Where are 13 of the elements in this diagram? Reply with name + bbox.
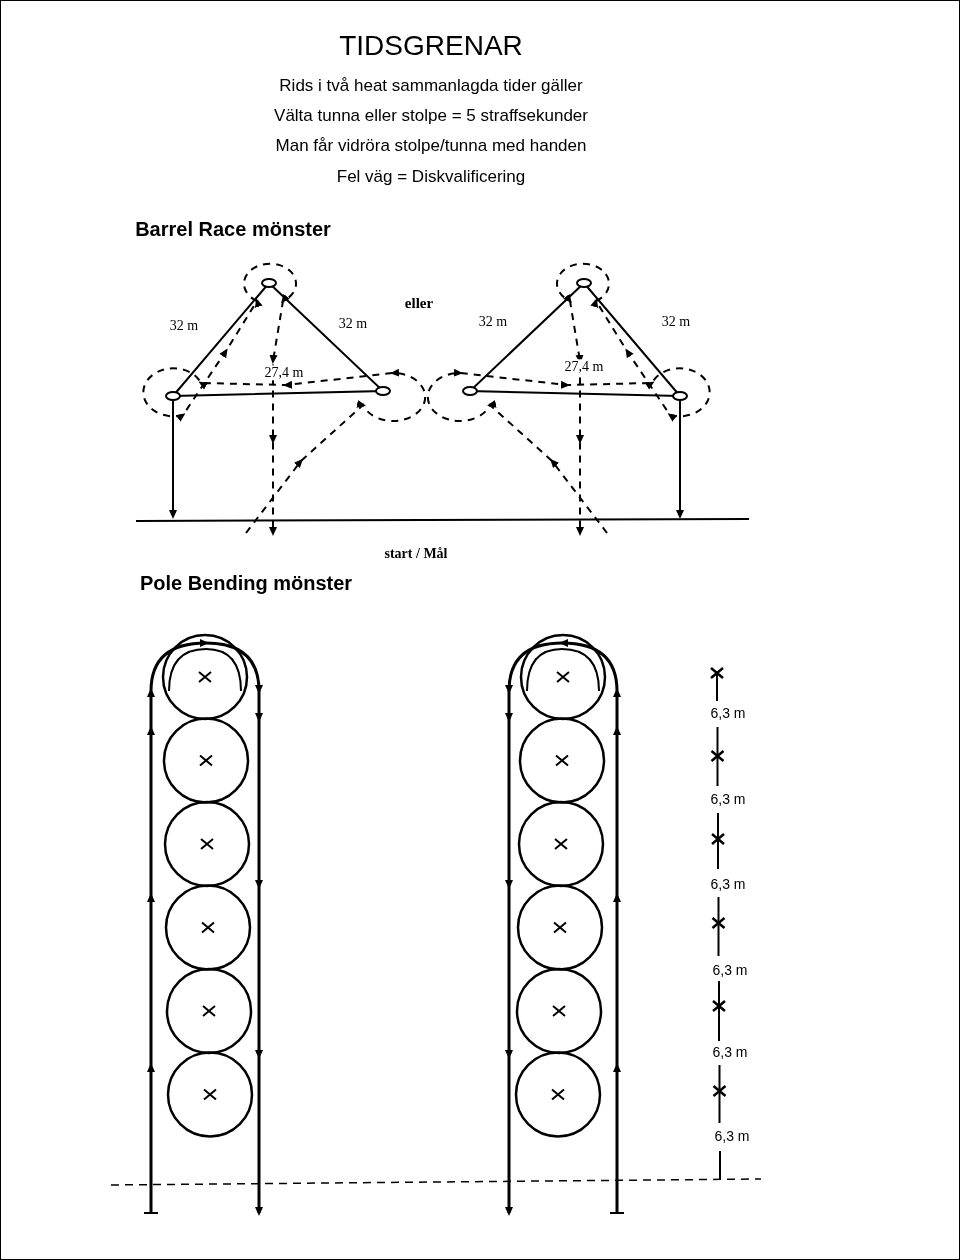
dimension-label: 6,3 m [710, 877, 746, 893]
rule-text: Rids i två heat sammanlagda tider gäller [279, 76, 583, 96]
dimension-label: 27,4 m [264, 365, 304, 381]
dimension-label: 6,3 m [712, 963, 748, 979]
rule-text: Välta tunna eller stolpe = 5 straffsekunder [274, 106, 588, 126]
dimension-label: 27,4 m [564, 359, 604, 375]
rule-text: Fel väg = Diskvalificering [336, 167, 526, 187]
dimension-label: 6,3 m [710, 792, 746, 808]
dimension-label: 6,3 m [714, 1129, 750, 1145]
rule-text: Man får vidröra stolpe/tunna med handen [275, 136, 587, 156]
dimension-label: 6,3 m [710, 706, 746, 722]
section-heading: Pole Bending mönster [139, 572, 353, 594]
dimension-label: 6,3 m [712, 1045, 748, 1061]
